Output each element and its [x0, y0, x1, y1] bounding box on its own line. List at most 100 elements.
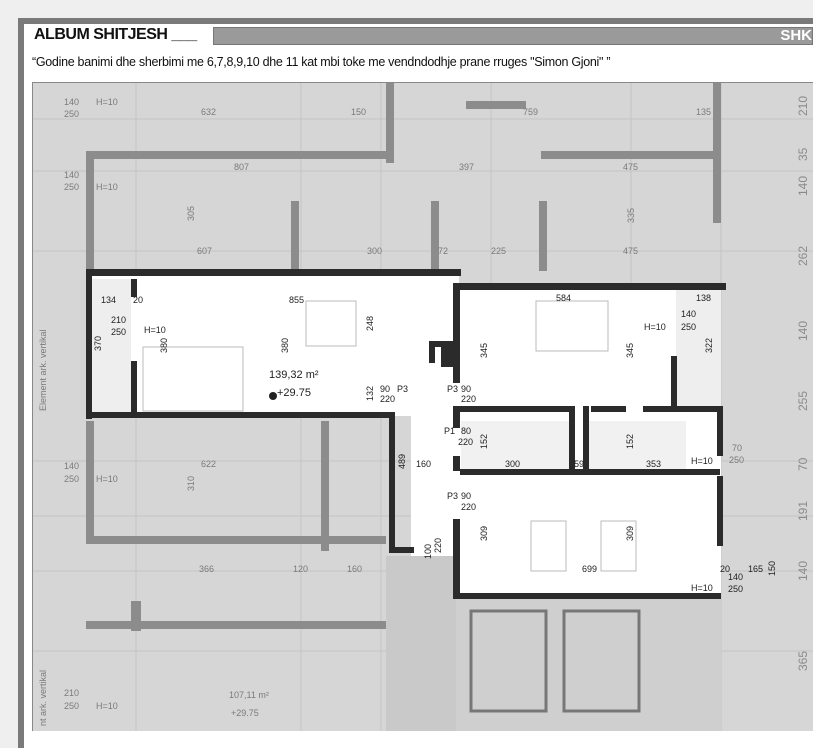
axis-label: 262: [796, 246, 810, 266]
dim: 220: [458, 437, 473, 447]
dim: 345: [625, 343, 635, 358]
dim: 140: [728, 572, 743, 582]
dim: 70: [732, 443, 742, 453]
axis-label: 255: [796, 391, 810, 411]
axis-label: 365: [796, 651, 810, 671]
dim: 248: [365, 316, 375, 331]
dim: 250: [64, 474, 79, 484]
apartment-walls: [86, 269, 726, 599]
floor-plan: 139,32 m² +29.75 134 20 855 210 250 H=10…: [32, 82, 813, 731]
neighbor-area: 107,11 m²: [229, 690, 269, 700]
dim: 210: [111, 315, 126, 325]
dim: 370: [93, 336, 103, 351]
left-axis-label: Element ark. vertikal: [38, 329, 48, 411]
dim: 345: [479, 343, 489, 358]
dim: 160: [347, 564, 362, 574]
dim: 250: [728, 584, 743, 594]
dim: 100: [423, 544, 433, 559]
door-type: P3: [447, 384, 458, 394]
dim: 380: [159, 338, 169, 353]
dim: 300: [505, 459, 520, 469]
dim: 132: [365, 386, 375, 401]
apartment-floor: [86, 273, 721, 596]
dim: 90: [461, 491, 471, 501]
dim: 475: [623, 246, 638, 256]
elevator-core: [456, 599, 721, 731]
dim: H=10: [644, 322, 666, 332]
apartment-elevation: +29.75: [277, 387, 311, 399]
dim: 140: [64, 97, 79, 107]
dim: H=10: [96, 182, 118, 192]
dim: 225: [491, 246, 506, 256]
floor-plan-drawing: 139,32 m² +29.75 134 20 855 210 250 H=10…: [33, 83, 813, 731]
dim: 90: [461, 384, 471, 394]
dim: 632: [201, 107, 216, 117]
dim: H=10: [96, 474, 118, 484]
dim: 622: [201, 459, 216, 469]
dim: 366: [199, 564, 214, 574]
dim: 120: [293, 564, 308, 574]
dim: H=10: [691, 583, 713, 593]
apartment-area: 139,32 m²: [269, 369, 319, 381]
door-type: P3: [447, 491, 458, 501]
dim: 220: [461, 394, 476, 404]
dim: 90: [380, 384, 390, 394]
dim: 220: [380, 394, 395, 404]
axis-label: 140: [796, 176, 810, 196]
dim: 309: [479, 526, 489, 541]
dim: 250: [729, 455, 744, 465]
album-title: ALBUM SHITJESH ___: [34, 26, 197, 43]
dim: 807: [234, 162, 249, 172]
elevator-2: [562, 609, 641, 713]
dim: 150: [351, 107, 366, 117]
dim: 300: [367, 246, 382, 256]
elevator-1: [469, 609, 548, 713]
dim: 310: [186, 476, 196, 491]
dim: 250: [681, 322, 696, 332]
level-marker-icon: [269, 392, 277, 400]
dim: 250: [64, 109, 79, 119]
dim: 250: [64, 701, 79, 711]
dim: 152: [625, 434, 635, 449]
bathroom-1: [461, 421, 571, 469]
dim: 699: [582, 564, 597, 574]
bathroom-2: [586, 421, 686, 469]
dim: 855: [289, 295, 304, 305]
banner-text: SHK: [780, 27, 812, 44]
dim: 210: [64, 688, 79, 698]
dim: 20: [133, 295, 143, 305]
dim: 489: [397, 454, 407, 469]
dim: 322: [704, 338, 714, 353]
dim: 220: [433, 538, 443, 553]
dim: 305: [186, 206, 196, 221]
door-type: P1: [444, 426, 455, 436]
stair-hall: [386, 556, 456, 731]
dim: H=10: [96, 97, 118, 107]
balcony-right: [676, 288, 721, 408]
door-type: P3: [397, 384, 408, 394]
dim: 584: [556, 293, 571, 303]
dim: H=10: [144, 325, 166, 335]
dim: 140: [64, 461, 79, 471]
axis-label: 210: [796, 96, 810, 116]
dim: 140: [64, 170, 79, 180]
dim: 220: [461, 502, 476, 512]
dim: 607: [197, 246, 212, 256]
dim: 80: [461, 426, 471, 436]
dim: 140: [681, 309, 696, 319]
axis-label: 140: [796, 321, 810, 341]
dim: 250: [64, 182, 79, 192]
dim: H=10: [96, 701, 118, 711]
dim: 475: [623, 162, 638, 172]
dim: 250: [111, 327, 126, 337]
project-subtitle: “Godine banimi dhe sherbimi me 6,7,8,9,1…: [32, 55, 611, 69]
axis-label: 35: [796, 147, 810, 161]
dim: 353: [646, 459, 661, 469]
dim: 759: [523, 107, 538, 117]
axis-label: 191: [796, 501, 810, 521]
dim: 335: [626, 208, 636, 223]
dim: 135: [696, 107, 711, 117]
dim: 134: [101, 295, 116, 305]
neighbor-walls: [86, 83, 721, 631]
dim: 59: [574, 459, 584, 469]
